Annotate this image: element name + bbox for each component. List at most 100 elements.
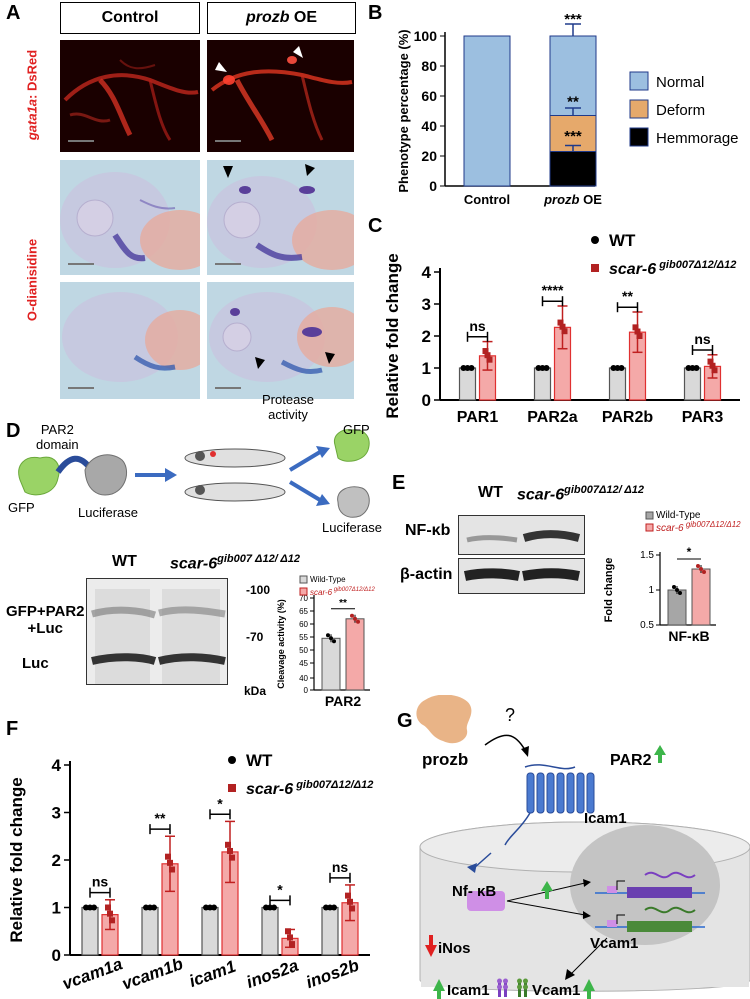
data-point (225, 841, 231, 848)
data-point (693, 365, 700, 371)
y-tick-label: 1 (52, 899, 61, 918)
arrowhead-black-icon (255, 357, 265, 369)
data-point (468, 365, 475, 371)
y-tick-label: 55 (299, 633, 308, 642)
significance-label: ** (567, 94, 579, 111)
legend-label: Normal (656, 74, 704, 91)
prozb-label: prozb (422, 750, 469, 769)
bar (683, 367, 702, 401)
data-point (105, 904, 111, 911)
significance-label: **** (542, 282, 564, 298)
y-tick-label: 0 (52, 946, 61, 965)
d-mutant-superscript: gib007 Δ12/ Δ12 (217, 553, 301, 565)
prozb-fluorescence-image (207, 40, 354, 152)
data-point (229, 854, 235, 861)
data-point (350, 613, 354, 618)
legend-label: Wild-Type (656, 510, 701, 521)
luciferase-cleaved-icon (337, 486, 370, 518)
y-tick-label: 20 (421, 148, 437, 164)
bar (261, 906, 279, 956)
d-western-blot (86, 578, 228, 685)
panel-d-label: D (6, 420, 21, 442)
x-tick-label: PAR2 (325, 693, 362, 709)
stacked-bar-segment (463, 35, 511, 187)
data-point (345, 892, 351, 899)
data-point (151, 904, 157, 911)
e-mutant-name: scar-6 (517, 486, 565, 504)
y-tick-label: 1 (648, 585, 654, 596)
data-point (227, 847, 233, 854)
x-tick-label: PAR2a (527, 409, 577, 426)
embryo-icon (184, 448, 286, 468)
data-point (482, 348, 489, 355)
y-axis-label: Relative fold change (383, 253, 402, 418)
nfkb-protein-icon (467, 891, 505, 911)
dsred-label: : DsRed (24, 49, 40, 99)
data-point (211, 904, 217, 911)
y-axis-label: Relative fold change (7, 777, 26, 942)
legend-label: Hemmorage (656, 130, 739, 147)
y-tick-label: 70 (299, 594, 308, 603)
legend-label: scar-6 gib007Δ12/Δ12 (656, 520, 741, 534)
data-point (675, 588, 679, 592)
luciferase-protein-icon (84, 454, 128, 496)
significance-label: *** (564, 11, 582, 28)
y-axis-label: Fold change (603, 558, 615, 623)
scale-bar (215, 387, 241, 389)
legend-label: scar-6 gib007Δ12/Δ12 (609, 259, 736, 278)
data-point (672, 585, 676, 589)
arrowhead-white-icon (215, 62, 227, 72)
legend-label: scar-6 gib007Δ12/Δ12 (246, 779, 373, 798)
data-point (91, 904, 97, 911)
x-tick-label: vcam1a (60, 954, 125, 993)
up-arrow-icon (541, 881, 553, 899)
y-tick-label: 80 (421, 58, 437, 74)
scale-bar (68, 387, 94, 389)
icam1-surface-label: Icam1 (447, 982, 490, 999)
data-point (332, 639, 336, 644)
control-header: Control (60, 2, 200, 34)
down-arrow-icon (425, 935, 437, 957)
gata1a-dsred-label: gata1a: DsRed (25, 50, 40, 140)
row1-label-box: gata1a: DsRed (22, 40, 42, 150)
significance-label: ns (469, 318, 486, 334)
x-tick-label: PAR2b (602, 409, 653, 426)
y-tick-label: 60 (421, 88, 437, 104)
bar (81, 906, 99, 956)
gata1a-label: gata1a (24, 98, 40, 141)
y-tick-label: 50 (299, 646, 308, 655)
panel-c-label: C (368, 215, 383, 237)
data-point (557, 319, 564, 326)
data-point (486, 356, 493, 363)
data-point (326, 633, 330, 638)
d-mutant-label: scar-6gib007 Δ12/ Δ12 (170, 553, 300, 573)
gfp-cleaved-icon (333, 429, 370, 462)
vcam1-gene (627, 921, 692, 932)
legend-label: WT (609, 231, 636, 250)
beta-actin-row-label: β-actin (400, 566, 453, 583)
icam1-nuclear-label: Icam1 (584, 810, 627, 827)
bar (691, 568, 711, 626)
e-mutant-label: scar-6gib007Δ12/ Δ12 (517, 484, 644, 504)
significance-label: ** (155, 810, 166, 826)
panel-a-label: A (6, 2, 21, 24)
legend-label: WT (246, 751, 273, 770)
data-point (331, 904, 337, 911)
scale-bar (215, 263, 241, 265)
significance-label: ns (694, 331, 711, 347)
data-point (353, 616, 357, 621)
x-tick-label: inos2a (244, 956, 301, 992)
significance-label: * (217, 795, 223, 811)
row2-label-box: O-dianisidine (22, 160, 42, 400)
legend-marker (228, 784, 236, 792)
data-point (636, 333, 643, 339)
data-point (347, 898, 353, 905)
significance-label: * (687, 545, 692, 559)
legend-label: Deform (656, 102, 705, 119)
y-tick-label: 2 (52, 851, 61, 870)
